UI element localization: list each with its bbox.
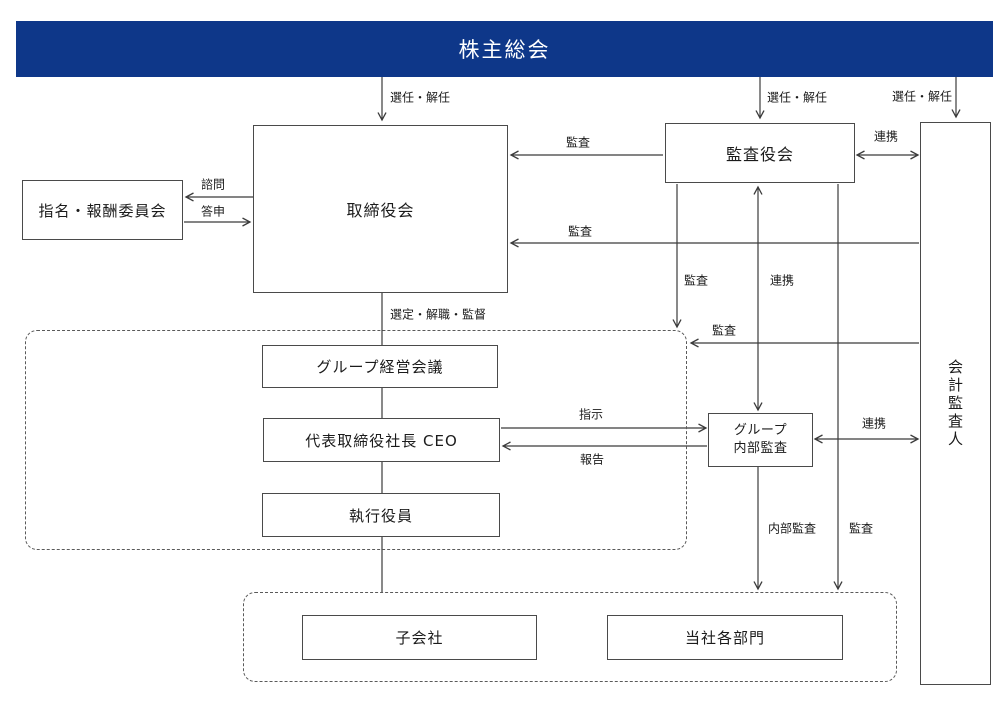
label-audit-vertical: 監査 — [683, 273, 709, 288]
label-audit-horizontal: 監査 — [711, 323, 737, 338]
label-internal-audit: 内部監査 — [767, 521, 817, 536]
node-accounting-auditor: 会計監査人 — [920, 122, 991, 685]
label-coop-vertical: 連携 — [769, 273, 795, 288]
label-coop-top: 連携 — [873, 129, 899, 144]
label-select-dismiss-supervise: 選定・解職・監督 — [389, 307, 487, 322]
label-report-back: 答申 — [200, 204, 226, 219]
label-audit-mid: 監査 — [567, 224, 593, 239]
accounting-auditor-label: 会計監査人 — [946, 358, 964, 449]
node-group-management-meeting: グループ経営会議 — [262, 345, 498, 388]
label-instruct: 指示 — [578, 407, 604, 422]
node-executive-officers: 執行役員 — [262, 493, 500, 537]
label-audit-top: 監査 — [565, 135, 591, 150]
executive-group-frame — [25, 330, 687, 550]
node-audit-board: 監査役会 — [665, 123, 855, 183]
node-board-of-directors: 取締役会 — [253, 125, 508, 293]
node-company-departments: 当社各部門 — [607, 615, 843, 660]
label-advisory: 諮問 — [200, 177, 226, 192]
label-election-1: 選任・解任 — [389, 90, 451, 105]
node-subsidiaries: 子会社 — [302, 615, 537, 660]
label-audit-bottom: 監査 — [848, 521, 874, 536]
label-report: 報告 — [579, 452, 605, 467]
label-coop-right: 連携 — [861, 416, 887, 431]
node-nomination-committee: 指名・報酬委員会 — [22, 180, 183, 240]
label-election-3: 選任・解任 — [891, 89, 953, 104]
node-shareholders-meeting: 株主総会 — [16, 21, 993, 77]
label-election-2: 選任・解任 — [766, 90, 828, 105]
node-group-internal-audit: グループ 内部監査 — [708, 413, 813, 467]
node-president-ceo: 代表取締役社長 CEO — [263, 418, 500, 462]
audited-group-frame — [243, 592, 897, 682]
